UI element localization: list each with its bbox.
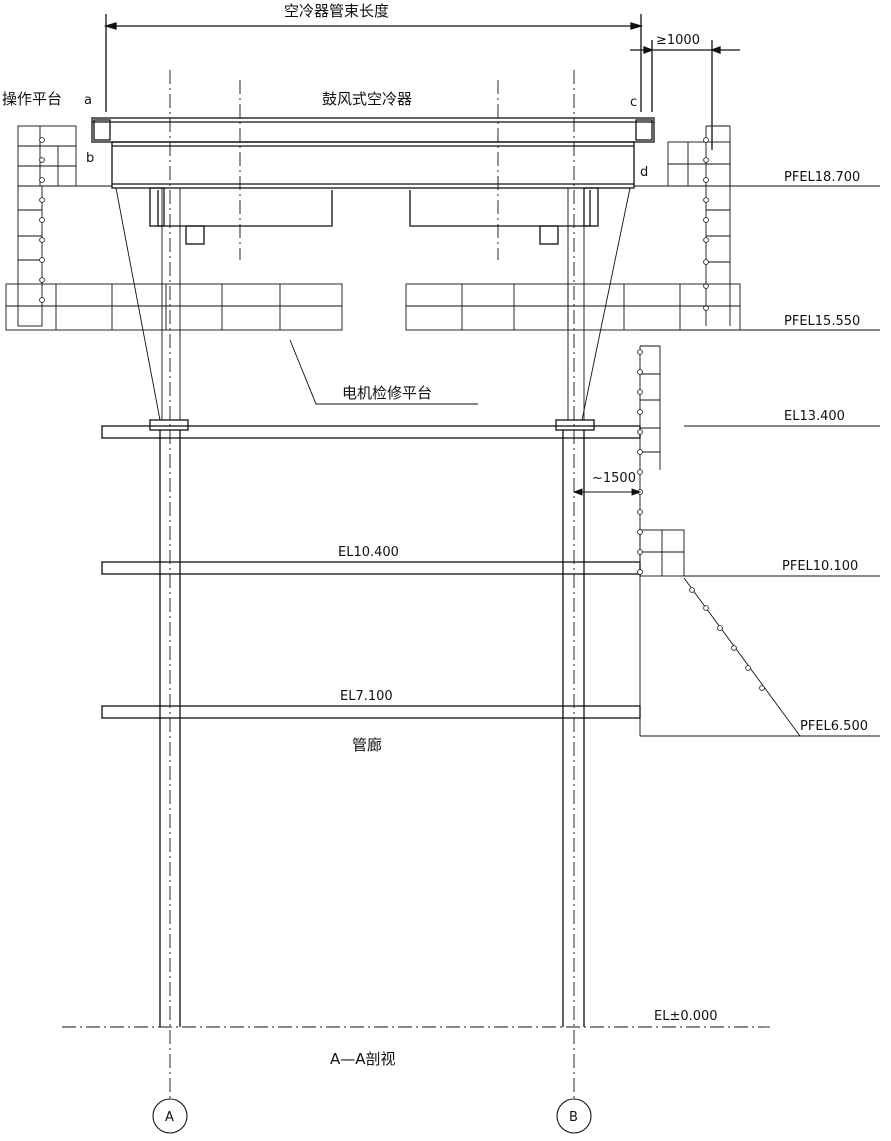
marker-c: c (630, 95, 637, 110)
elevation-el7100: EL7.100 (340, 689, 393, 704)
elevation-lines (684, 185, 880, 577)
ladder-right-mid (639, 345, 880, 737)
offset-label: ~1500 (592, 471, 636, 486)
cooler-label: 鼓风式空冷器 (322, 90, 412, 108)
beam-el13400 (101, 425, 641, 439)
beam-el7100 (101, 705, 641, 719)
clearance-dimension (630, 40, 740, 150)
operation-platform-right (634, 125, 740, 326)
ladder-rungs-mid (637, 349, 643, 575)
column-a (149, 419, 189, 1027)
ladder-rungs-right (703, 137, 709, 311)
axis-a-label: A (165, 1110, 174, 1125)
fan-motor-assembly-left (149, 187, 333, 245)
axis-bubbles (152, 1098, 592, 1134)
elevation-el13400: EL13.400 (784, 409, 845, 424)
motor-platform-leader (289, 339, 478, 405)
elevation-pfel10100: PFEL10.100 (782, 559, 858, 574)
elevation-pfel6500: PFEL6.500 (800, 719, 868, 734)
air-cooler-bundle (91, 117, 655, 189)
elevation-pfel18700: PFEL18.700 (784, 170, 860, 185)
centerlines (62, 70, 770, 1100)
bundle-length-label: 空冷器管束长度 (284, 2, 389, 20)
marker-a: a (84, 93, 92, 108)
fan-motor-assembly-right (409, 187, 599, 245)
ladder-rungs-left (39, 137, 45, 303)
elevation-el0000: EL±0.000 (654, 1009, 718, 1024)
bundle-length-dimension (103, 14, 644, 112)
pipe-rack-label: 管廊 (352, 736, 382, 754)
elevation-el10400: EL10.400 (338, 545, 399, 560)
inclined-stair (683, 577, 801, 737)
marker-d: d (640, 165, 648, 180)
column-b (555, 419, 595, 1027)
axis-b-label: B (569, 1110, 578, 1125)
operation-platform-left (17, 125, 112, 327)
motor-platform-label: 电机检修平台 (342, 384, 432, 402)
offset-dimension (572, 488, 642, 496)
motor-maintenance-platform (5, 283, 741, 331)
elevation-pfel15550: PFEL15.550 (784, 314, 860, 329)
section-label: A—A剖视 (330, 1050, 396, 1068)
beam-el10400 (101, 561, 641, 575)
clearance-label: ≥1000 (656, 33, 700, 48)
operation-platform-label: 操作平台 (2, 90, 62, 108)
marker-b: b (86, 151, 94, 166)
